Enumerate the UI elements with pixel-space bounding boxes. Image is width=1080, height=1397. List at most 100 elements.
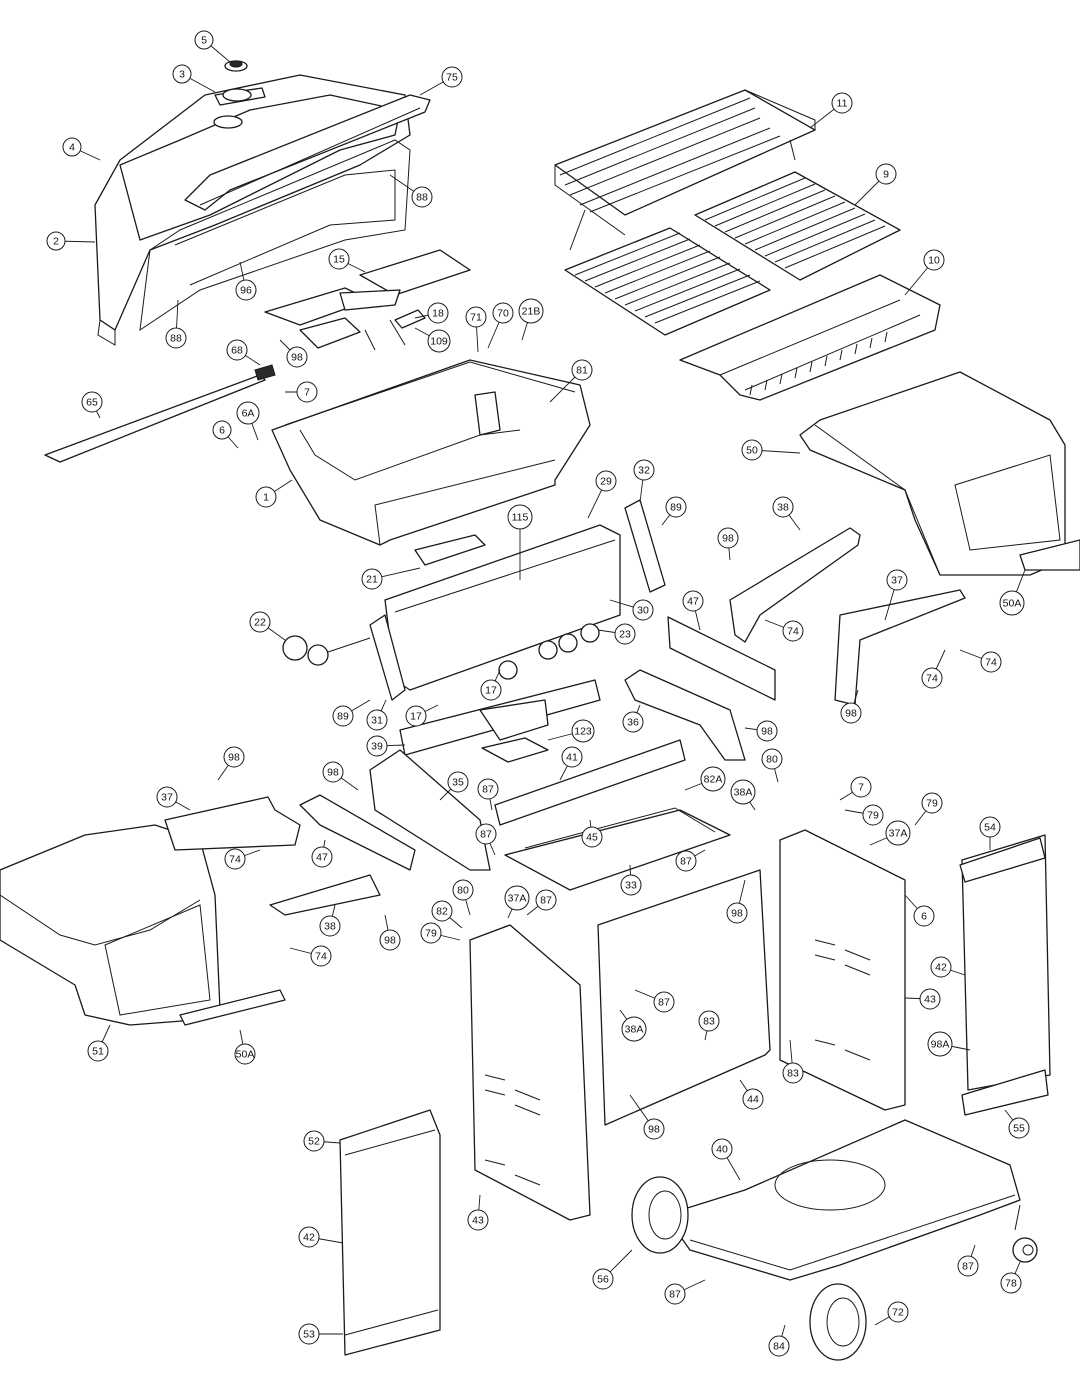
wheel-right-drawing <box>809 1283 867 1361</box>
callout-bubble <box>979 816 1001 838</box>
callout-label: 55 <box>1013 1123 1025 1135</box>
callout-bubble <box>698 1010 720 1032</box>
callout-label: 38 <box>777 502 789 514</box>
callout-22: 22 <box>249 611 286 641</box>
callout-7: 7 <box>839 776 872 801</box>
callout-98: 98 <box>322 761 359 791</box>
callout-label: 83 <box>703 1016 715 1028</box>
callout-18: 18 <box>414 302 449 324</box>
callout-74: 74 <box>289 945 332 967</box>
callout-109: 109 <box>414 327 451 353</box>
callout-label: 47 <box>687 596 699 608</box>
callout-5: 5 <box>194 30 231 63</box>
callout-47: 47 <box>682 590 704 631</box>
callout-50: 50 <box>741 439 801 461</box>
callout-label: 84 <box>773 1341 785 1353</box>
callout-label: 36 <box>627 717 639 729</box>
wheel-left-drawing <box>631 1176 689 1254</box>
callout-label: 50A <box>1003 598 1022 610</box>
callout-bubble <box>571 359 593 381</box>
callout-label: 87 <box>482 784 494 796</box>
callout-bubble <box>518 298 544 324</box>
callout-label: 29 <box>600 476 612 488</box>
callout-87: 87 <box>475 823 497 856</box>
callout-41: 41 <box>559 746 583 781</box>
callout-label: 87 <box>669 1289 681 1301</box>
callout-68: 68 <box>226 339 261 366</box>
callout-37a: 37A <box>504 885 530 919</box>
callout-bubble <box>452 879 474 901</box>
callout-29: 29 <box>587 470 617 519</box>
callout-98: 98 <box>629 1094 665 1140</box>
callout-label: 87 <box>480 829 492 841</box>
callout-label: 87 <box>540 895 552 907</box>
callout-bubble <box>643 1118 665 1140</box>
callout-40: 40 <box>711 1138 741 1181</box>
callout-label: 82A <box>704 774 723 786</box>
callout-label: 43 <box>472 1215 484 1227</box>
callout-bubble <box>717 527 739 549</box>
callout-7: 7 <box>285 381 318 403</box>
callout-label: 79 <box>425 928 437 940</box>
callout-label: 50 <box>746 445 758 457</box>
callout-label: 79 <box>867 810 879 822</box>
callout-label: 74 <box>315 951 327 963</box>
callout-label: 89 <box>337 711 349 723</box>
callout-82a: 82A <box>684 766 726 792</box>
callout-label: 68 <box>231 345 243 357</box>
cooking-grid-left-drawing <box>564 227 771 336</box>
callout-label: 38A <box>734 787 753 799</box>
callout-bubble <box>156 786 178 808</box>
callout-bubble <box>921 792 943 814</box>
callout-87: 87 <box>634 989 675 1013</box>
callout-label: 74 <box>926 673 938 685</box>
callout-bubble <box>467 1209 489 1231</box>
callout-30: 30 <box>609 599 654 621</box>
callout-bubble <box>427 302 449 324</box>
callout-label: 109 <box>430 336 448 348</box>
callout-label: 98 <box>648 1124 660 1136</box>
callout-label: 72 <box>892 1307 904 1319</box>
callout-98: 98 <box>279 339 308 368</box>
callout-label: 7 <box>858 782 864 794</box>
callout-bubble <box>665 496 687 518</box>
callout-bubble <box>622 711 644 733</box>
callout-bubble <box>504 885 530 911</box>
callout-32: 32 <box>633 459 655 503</box>
frame-cross-members-drawing <box>369 669 746 871</box>
caster-drawing <box>1012 1204 1038 1263</box>
callout-bubble <box>236 401 260 425</box>
lid-handle-drawing <box>184 94 431 211</box>
warming-rack-drawing <box>554 89 816 251</box>
callout-label: 23 <box>619 629 631 641</box>
callout-bubble <box>322 761 344 783</box>
callout-bubble <box>165 327 187 349</box>
callout-label: 78 <box>1005 1278 1017 1290</box>
callout-label: 47 <box>316 852 328 864</box>
callout-21: 21 <box>361 567 421 590</box>
callout-label: 37A <box>889 828 908 840</box>
callout-bubble <box>633 459 655 481</box>
callout-bubble <box>999 590 1025 616</box>
callout-bubble <box>411 186 433 208</box>
callout-bubble <box>194 30 214 50</box>
callout-bubble <box>535 889 557 911</box>
callout-bubble <box>592 1268 614 1290</box>
callout-bubble <box>366 735 388 757</box>
callout-bubble <box>249 611 271 633</box>
callout-bubble <box>885 820 911 846</box>
callout-label: 98 <box>228 752 240 764</box>
callout-bubble <box>756 720 778 742</box>
callout-label: 21B <box>522 306 541 318</box>
callout-42: 42 <box>930 956 966 978</box>
callout-98a: 98A <box>927 1031 971 1057</box>
callout-label: 17 <box>485 685 497 697</box>
callout-bubble <box>682 590 704 612</box>
callout-bubble <box>782 1062 804 1084</box>
callout-label: 50A <box>236 1049 255 1061</box>
door-right-drawing <box>959 834 1051 1116</box>
left-side-shelf-drawing <box>0 824 286 1026</box>
callout-bubble <box>427 329 451 353</box>
callout-bubble <box>310 945 332 967</box>
callout-bubble <box>441 66 463 88</box>
